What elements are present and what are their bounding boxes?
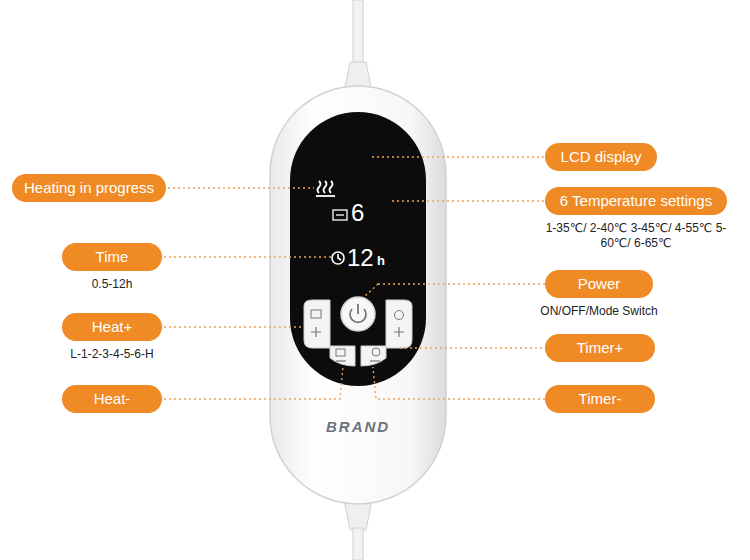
button-icon <box>372 348 380 356</box>
callout-note: ON/OFF/Mode Switch <box>540 304 657 319</box>
button-icon <box>311 310 321 318</box>
heating-icon <box>316 181 335 196</box>
callout-pill: Heating in progress <box>12 174 166 202</box>
callout-label: Timer- <box>579 390 622 407</box>
clock-icon <box>332 252 344 264</box>
button-icon <box>395 311 404 320</box>
plus-symbol <box>311 327 321 337</box>
level-icon <box>336 214 344 215</box>
power-button <box>341 297 375 331</box>
callout-note: L-1-2-3-4-5-6-H <box>70 347 153 362</box>
cable <box>353 528 363 560</box>
callout-label: 6 Temperature settings <box>560 192 712 209</box>
callout-pill: Timer+ <box>545 334 655 362</box>
timer-plus-button <box>386 300 412 348</box>
power-icon <box>357 304 359 314</box>
leader-lines <box>164 157 545 399</box>
callout-label: Timer+ <box>577 339 624 356</box>
brand-logo: BRAND <box>326 418 390 435</box>
level-digit: 6 <box>351 199 364 227</box>
callout-note: 1-35℃/ 2-40℃ 3-45℃/ 4-55℃ 5-60℃/ 6-65℃ <box>541 221 731 251</box>
callout-label: LCD display <box>561 148 642 165</box>
heat-minus-button <box>330 346 355 366</box>
heat-plus-button <box>304 300 330 348</box>
callout-label: Time <box>96 248 129 265</box>
callout-label: Heating in progress <box>24 179 154 196</box>
callout-label: Power <box>578 275 621 292</box>
callout-pill: Heat- <box>62 385 162 413</box>
callout-pill: PowerON/OFF/Mode Switch <box>545 270 653 298</box>
level-icon <box>333 210 347 220</box>
callout-pill: Time0.5-12h <box>62 243 162 271</box>
callout-note: 0.5-12h <box>92 277 133 292</box>
minus-symbol <box>336 360 346 361</box>
plus-symbol <box>394 327 404 337</box>
callout-pill: LCD display <box>545 143 657 171</box>
callout-pill: Heat+L-1-2-3-4-5-6-H <box>62 313 162 341</box>
callout-pill: Timer- <box>545 385 655 413</box>
callout-pill: 6 Temperature settings1-35℃/ 2-40℃ 3-45℃… <box>545 187 727 215</box>
lcd-display <box>290 112 426 386</box>
callout-label: Heat- <box>94 390 131 407</box>
controller-body <box>270 86 446 504</box>
minus-symbol <box>370 360 380 361</box>
callout-label: Heat+ <box>92 318 132 335</box>
time-digits: 12 <box>347 244 374 272</box>
button-icon <box>336 349 345 356</box>
timer-minus-button <box>361 346 386 366</box>
hour-unit: h <box>377 253 385 268</box>
